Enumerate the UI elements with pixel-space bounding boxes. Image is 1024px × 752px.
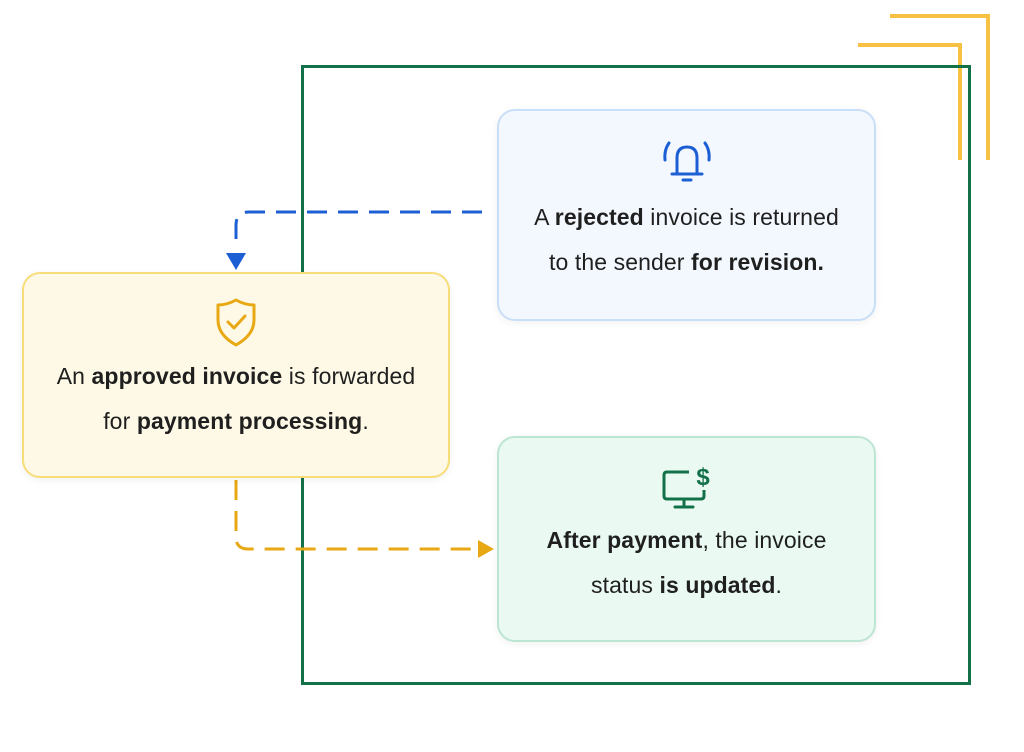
rejected-invoice-text: A rejected invoice is returned to the se… [534,204,839,275]
payment-forward-arrow [234,480,494,558]
bell-icon [662,141,711,182]
payment-updated-card: $ After payment, the invoice status is u… [497,436,876,642]
arrowhead-down [226,253,246,270]
approved-invoice-card: An approved invoice is forwarded for pay… [22,272,450,478]
payment-updated-text: After payment, the invoice status is upd… [546,527,827,598]
arrowhead-right [478,540,494,558]
approved-invoice-text: An approved invoice is forwarded for pay… [56,363,416,434]
rejected-return-arrow [226,210,482,270]
monitor-dollar-icon: $ [662,464,710,509]
svg-text:$: $ [696,464,710,491]
shield-check-icon [216,298,256,347]
rejected-invoice-card: A rejected invoice is returned to the se… [497,109,876,321]
